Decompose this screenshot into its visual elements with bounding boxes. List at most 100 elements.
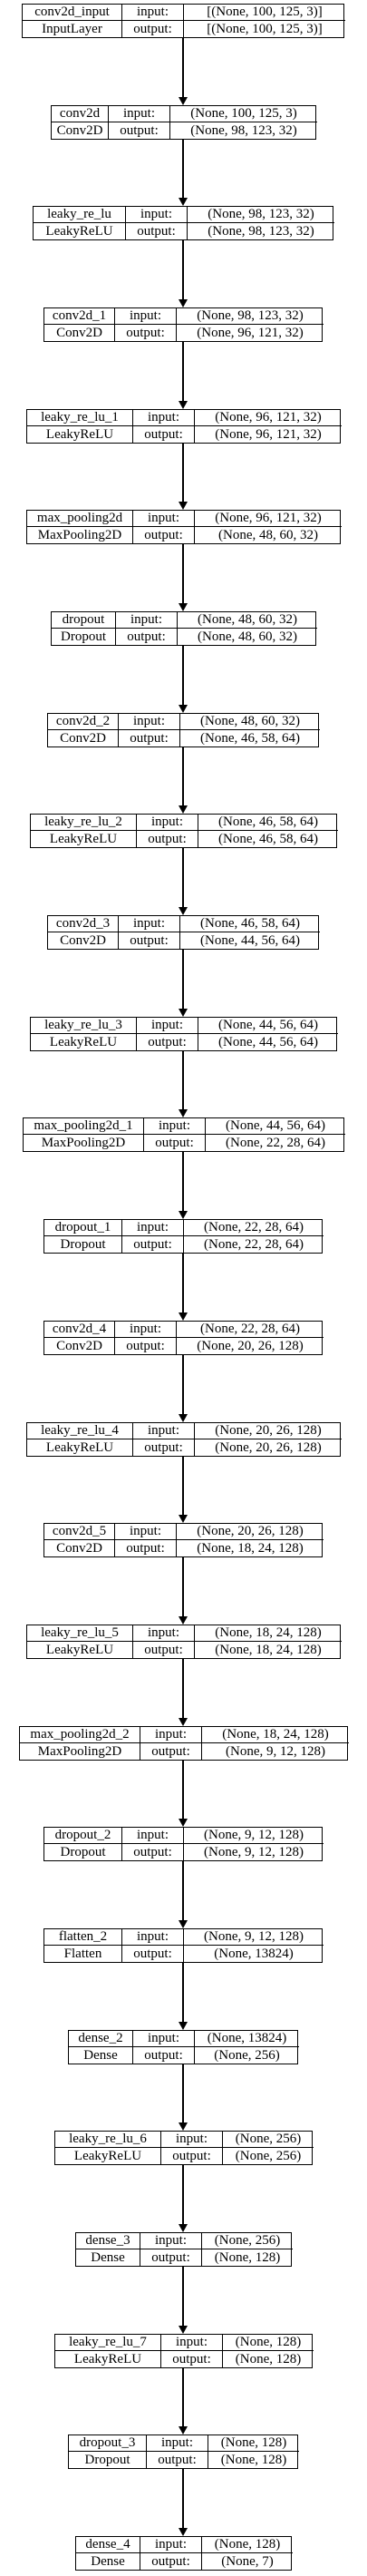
input-label: input: — [126, 207, 188, 222]
connector-line — [182, 747, 184, 806]
layer-name: conv2d_input — [23, 5, 122, 20]
input-shape: (None, 44, 56, 64) — [218, 1018, 318, 1032]
output-label: output: — [144, 1135, 206, 1151]
output-label: output: — [109, 122, 170, 139]
layer-name: conv2d_4 — [44, 1322, 115, 1337]
output-shape: (None, 256) — [214, 2047, 280, 2063]
arrowhead-icon — [179, 1109, 188, 1117]
arrowhead-icon — [179, 805, 188, 814]
output-shape: (None, 18, 24, 128) — [215, 1642, 322, 1657]
layer-name: dropout — [52, 612, 116, 628]
arrowhead-icon — [179, 2122, 188, 2131]
output-label: output: — [122, 21, 184, 37]
layer-name: conv2d_5 — [44, 1524, 115, 1539]
layer-name: leaky_re_lu_4 — [27, 1423, 133, 1439]
layer-name: dropout_2 — [44, 1828, 122, 1843]
input-shape: (None, 128) — [220, 2435, 287, 2450]
input-label: input: — [115, 308, 177, 324]
layer-type: Dense — [69, 2047, 133, 2064]
layer-name: leaky_re_lu_7 — [55, 2335, 161, 2350]
input-label: input: — [140, 2537, 202, 2552]
input-shape: (None, 100, 125, 3) — [190, 106, 297, 121]
input-shape: (None, 128) — [235, 2335, 302, 2349]
arrowhead-icon — [179, 603, 188, 611]
output-label: output: — [161, 2351, 223, 2367]
arrowhead-icon — [179, 2224, 188, 2232]
output-label: output: — [140, 1743, 202, 1760]
arrowhead-icon — [179, 299, 188, 307]
arrowhead-icon — [179, 97, 188, 105]
connector-line — [182, 1761, 184, 1820]
connector-line — [182, 2267, 184, 2327]
input-label: input: — [122, 5, 184, 20]
connector-line — [182, 646, 184, 706]
connector-line — [182, 950, 184, 1010]
layer-type: Conv2D — [44, 1540, 115, 1556]
output-label: output: — [115, 325, 177, 341]
output-label: output: — [133, 1642, 195, 1658]
arrowhead-icon — [179, 1414, 188, 1422]
output-shape: (None, 46, 58, 64) — [218, 831, 318, 846]
layer-type: Conv2D — [44, 1338, 115, 1354]
connector-line — [182, 1254, 184, 1313]
input-label: input: — [119, 916, 180, 932]
output-shape: (None, 128) — [214, 2249, 281, 2265]
input-label: input: — [161, 2132, 223, 2147]
layer-type: Conv2D — [44, 325, 115, 341]
input-shape: (None, 20, 26, 128) — [215, 1423, 322, 1438]
connector-line — [182, 342, 184, 402]
input-label: input: — [122, 1929, 184, 1945]
connector-line — [182, 2368, 184, 2427]
input-shape: (None, 48, 60, 32) — [200, 714, 300, 728]
output-label: output: — [140, 2249, 202, 2266]
connector-line — [182, 1963, 184, 2023]
output-label: output: — [116, 629, 178, 645]
input-label: input: — [115, 1322, 177, 1337]
layer-name: dropout_1 — [44, 1220, 122, 1235]
output-label: output: — [122, 1844, 184, 1860]
connector-line — [182, 1557, 184, 1617]
output-label: output: — [133, 426, 195, 443]
output-shape: (None, 13824) — [214, 1946, 294, 1961]
input-label: input: — [116, 612, 178, 628]
layer-name: dense_2 — [69, 2031, 133, 2046]
output-label: output: — [133, 527, 195, 543]
output-shape: (None, 7) — [221, 2553, 274, 2569]
output-shape: (None, 22, 28, 64) — [226, 1135, 325, 1150]
input-label: input: — [133, 410, 195, 425]
connector-line — [182, 1152, 184, 1212]
input-shape: (None, 20, 26, 128) — [197, 1524, 304, 1538]
output-label: output: — [133, 1439, 195, 1456]
input-label: input: — [115, 1524, 177, 1539]
